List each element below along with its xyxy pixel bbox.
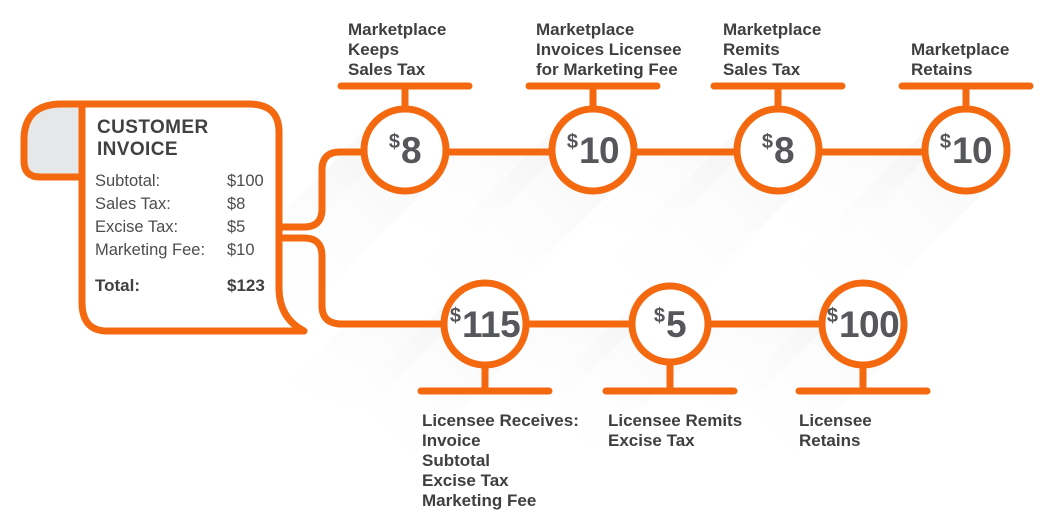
amount-text: $115 [450, 304, 520, 345]
amount-value: 8 [401, 130, 421, 171]
invoice-item-value: $10 [227, 241, 255, 259]
invoice-title-line1: CUSTOMER [97, 117, 209, 138]
currency-symbol: $ [654, 305, 665, 327]
station-label-line: Retains [911, 60, 972, 79]
station-label-line: Marketing Fee [422, 491, 536, 510]
currency-symbol: $ [389, 131, 400, 153]
amount-text: $10 [940, 130, 992, 171]
station-marketplace-invoices-licensee: Marketplace Invoices Licensee for Market… [525, 20, 682, 195]
station-label-line: Keeps [348, 40, 399, 59]
invoice-item-value: $100 [227, 172, 264, 190]
amount-text: $10 [567, 130, 619, 171]
station-label-line: Retains [799, 431, 860, 450]
station-label-line: for Marketing Fee [536, 60, 678, 79]
invoice-total-value: $123 [227, 276, 265, 295]
station-label-line: Licensee [799, 411, 872, 430]
station-label-line: Remits [723, 40, 780, 59]
invoice-body [78, 100, 308, 335]
invoice-item-value: $5 [227, 218, 245, 236]
amount-circle [818, 279, 908, 369]
station-label-line: Sales Tax [723, 60, 801, 79]
station-marketplace-remits-sales-tax: Marketplace Remits Sales Tax $8 [710, 20, 846, 195]
amount-text: $100 [827, 304, 899, 345]
customer-invoice: CUSTOMER INVOICE Subtotal: $100 Sales Ta… [20, 100, 308, 335]
station-label-line: Subtotal [422, 451, 490, 470]
currency-symbol: $ [940, 131, 951, 153]
amount-value: 100 [839, 304, 899, 345]
invoice-item-value: $8 [227, 195, 245, 213]
invoice-curl-icon [20, 100, 86, 181]
invoice-item-label: Excise Tax: [95, 218, 178, 236]
invoice-item-label: Marketing Fee: [95, 241, 205, 259]
connector-bottom-branch [273, 234, 867, 328]
amount-value: 10 [579, 130, 619, 171]
station-licensee-remits-excise-tax: $5 Licensee Remits Excise Tax [602, 282, 742, 450]
amount-value: 5 [666, 304, 686, 345]
amount-circle [360, 105, 450, 195]
station-label-line: Licensee Receives: [422, 411, 579, 430]
station-licensee-receives: $115 Licensee Receives: Invoice Subtotal… [417, 279, 579, 510]
currency-symbol: $ [450, 305, 461, 327]
station-label-line: Marketplace [348, 20, 446, 39]
invoice-item-label: Sales Tax: [95, 195, 171, 213]
station-label-line: Excise Tax [422, 471, 509, 490]
station-marketplace-retains: Marketplace Retains $10 [898, 40, 1034, 195]
currency-symbol: $ [762, 131, 773, 153]
station-label-line: Marketplace [723, 20, 821, 39]
station-marketplace-keeps-sales-tax: Marketplace Keeps Sales Tax $8 [337, 20, 473, 195]
amount-value: 115 [462, 304, 520, 345]
station-label-line: Invoice [422, 431, 481, 450]
station-licensee-retains: $100 Licensee Retains [795, 279, 931, 450]
connector-top-branch [273, 148, 970, 231]
amount-text: $8 [389, 130, 421, 171]
amount-text: $5 [654, 304, 686, 345]
amount-circle [548, 105, 638, 195]
currency-symbol: $ [567, 131, 578, 153]
currency-symbol: $ [827, 305, 838, 327]
station-label-line: Invoices Licensee [536, 40, 682, 59]
amount-text: $8 [762, 130, 794, 171]
station-label-line: Excise Tax [608, 431, 695, 450]
amount-circle [440, 279, 530, 369]
amount-circle [733, 105, 823, 195]
invoice-title-line2: INVOICE [97, 139, 178, 160]
invoice-item-label: Subtotal: [95, 172, 160, 190]
amount-circle [628, 282, 712, 366]
invoice-total-label: Total: [95, 276, 140, 295]
amount-value: 10 [952, 130, 992, 171]
amount-circle [921, 105, 1011, 195]
station-label-line: Marketplace [911, 40, 1009, 59]
station-label-line: Sales Tax [348, 60, 426, 79]
amount-value: 8 [774, 130, 794, 171]
station-label-line: Marketplace [536, 20, 634, 39]
station-label-line: Licensee Remits [608, 411, 742, 430]
